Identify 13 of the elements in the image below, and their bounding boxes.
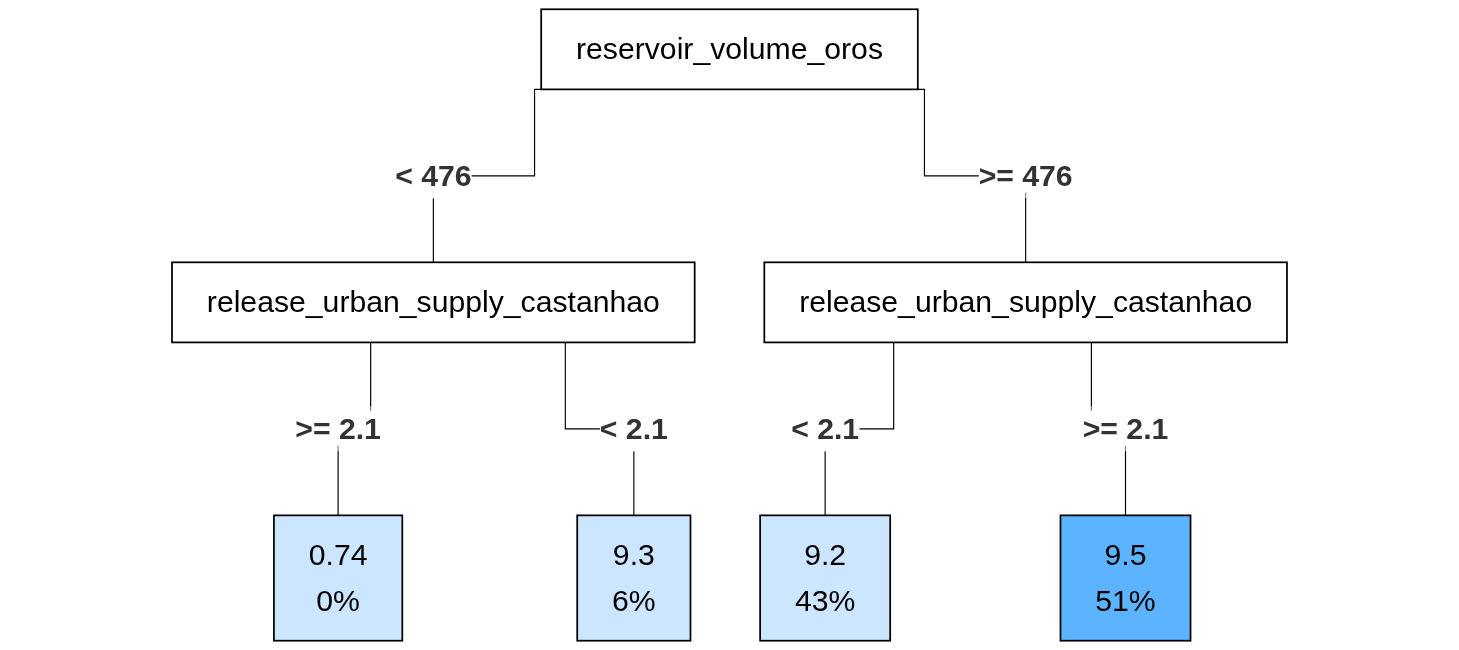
- node-box: 9.2 43%: [759, 514, 892, 642]
- node-box: 0.74 0%: [273, 514, 404, 642]
- node-box: 9.3 6%: [576, 514, 692, 642]
- edge-label: >= 476: [978, 157, 1073, 193]
- node-box: reservoir_volume_oros: [540, 8, 919, 91]
- node-box: 9.5 51%: [1059, 514, 1192, 642]
- edge-label: < 2.1: [791, 410, 860, 446]
- node-box: release_urban_supply_castanhao: [763, 261, 1288, 344]
- edge-label: >= 2.1: [295, 410, 381, 446]
- edge-label: < 2.1: [599, 410, 668, 446]
- edge-label: >= 2.1: [1082, 410, 1169, 446]
- edge-label: < 476: [395, 157, 472, 193]
- node-box: release_urban_supply_castanhao: [171, 261, 696, 344]
